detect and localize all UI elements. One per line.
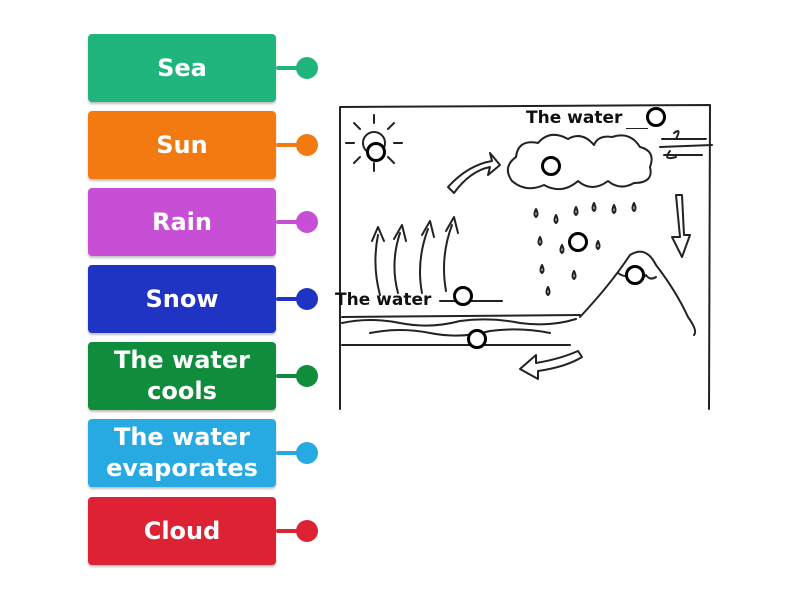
connector-knob-sea[interactable] xyxy=(296,57,318,79)
connector-cloud xyxy=(276,529,304,533)
hotspot-snow[interactable] xyxy=(625,265,645,285)
frame xyxy=(339,104,711,410)
connector-knob-snow[interactable] xyxy=(296,288,318,310)
label-text: Rain xyxy=(152,207,212,236)
hotspot-cloud[interactable] xyxy=(541,156,561,176)
hotspot-sea[interactable] xyxy=(467,329,487,349)
label-the-water-cools[interactable]: The water cools xyxy=(88,342,276,410)
connector-snow xyxy=(276,297,304,301)
label-sun[interactable]: Sun xyxy=(88,111,276,179)
hotspot-sun[interactable] xyxy=(366,142,386,162)
label-text: Sun xyxy=(156,130,208,159)
label-text: Sea xyxy=(157,53,207,82)
connector-knob-cloud[interactable] xyxy=(296,520,318,542)
label-text: The water cools xyxy=(113,346,251,405)
connector-knob-sun[interactable] xyxy=(296,134,318,156)
connector-knob-the-water-evaporates[interactable] xyxy=(296,442,318,464)
label-text: Snow xyxy=(145,284,219,313)
hotspot-the-water-cools[interactable] xyxy=(646,107,666,127)
arrow-to-sea xyxy=(519,350,583,380)
arrow-to-cloud xyxy=(447,152,501,194)
blank-line-top xyxy=(626,128,648,129)
connector-sea xyxy=(276,66,304,70)
evaporation-arrows xyxy=(371,216,459,296)
connector-sun xyxy=(276,143,304,147)
hotspot-rain[interactable] xyxy=(568,232,588,252)
mountain-drawing xyxy=(579,250,697,336)
label-cloud[interactable]: Cloud xyxy=(88,497,276,565)
cloud-drawing xyxy=(506,133,653,191)
label-snow[interactable]: Snow xyxy=(88,265,276,333)
water-cycle-illustration xyxy=(339,104,713,410)
hotspot-the-water-evaporates[interactable] xyxy=(453,286,473,306)
connector-knob-rain[interactable] xyxy=(296,211,318,233)
label-rain[interactable]: Rain xyxy=(88,188,276,256)
diagram-text-left: The water xyxy=(335,290,432,310)
label-text: The water evaporates xyxy=(106,423,258,482)
connector-the-water-cools xyxy=(276,374,304,378)
connector-rain xyxy=(276,220,304,224)
arrow-down xyxy=(671,194,691,258)
connector-the-water-evaporates xyxy=(276,451,304,455)
label-sea[interactable]: Sea xyxy=(88,34,276,102)
label-text: Cloud xyxy=(143,516,221,545)
wind-lines xyxy=(659,130,713,160)
rain-drops xyxy=(533,202,637,296)
connector-knob-the-water-cools[interactable] xyxy=(296,365,318,387)
label-the-water-evaporates[interactable]: The water evaporates xyxy=(88,419,276,487)
diagram-text-top: The water xyxy=(526,108,623,128)
